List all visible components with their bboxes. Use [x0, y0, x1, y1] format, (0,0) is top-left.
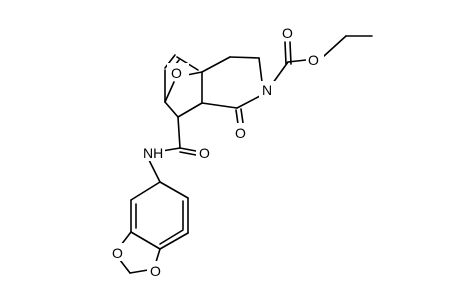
- bond: [120, 231, 132, 246]
- amide-oxygen-label: O: [199, 145, 210, 161]
- dioxole-oxygen-1-label: O: [112, 245, 123, 261]
- bond: [229, 56, 260, 59]
- atom-labels: O N O O O NH O O O: [109, 23, 324, 279]
- bond: [235, 109, 239, 125]
- bond: [240, 108, 244, 124]
- bond: [159, 229, 184, 245]
- bonds: [119, 35, 373, 274]
- ring-nitrogen-label: N: [262, 82, 272, 98]
- ester-oxygen-label: O: [308, 52, 319, 68]
- dioxole-oxygen-2-label: O: [150, 263, 161, 279]
- bond: [164, 81, 175, 103]
- bond: [164, 101, 179, 118]
- bond: [258, 57, 263, 83]
- bond: [323, 35, 347, 57]
- bond: [179, 151, 197, 156]
- bond: [236, 95, 261, 109]
- ester-carbonyl-oxygen-label: O: [282, 25, 293, 41]
- bond: [289, 41, 292, 65]
- bond: [147, 157, 161, 183]
- bond: [130, 231, 161, 250]
- bond: [159, 181, 189, 199]
- bond: [159, 232, 189, 250]
- bond: [179, 147, 197, 152]
- bond: [130, 181, 161, 201]
- bond: [164, 54, 176, 69]
- lactam-oxygen-label: O: [235, 125, 246, 141]
- bond: [201, 102, 238, 109]
- amide-nh-label: NH: [143, 145, 163, 161]
- bond: [119, 259, 131, 274]
- bridge-oxygen-label: O: [171, 65, 182, 81]
- bond: [201, 56, 231, 73]
- bond: [186, 71, 203, 76]
- bond: [177, 102, 203, 118]
- bond: [284, 41, 287, 65]
- bond: [155, 248, 161, 263]
- bond: [287, 59, 307, 63]
- bond: [177, 116, 181, 149]
- bond: [129, 269, 149, 274]
